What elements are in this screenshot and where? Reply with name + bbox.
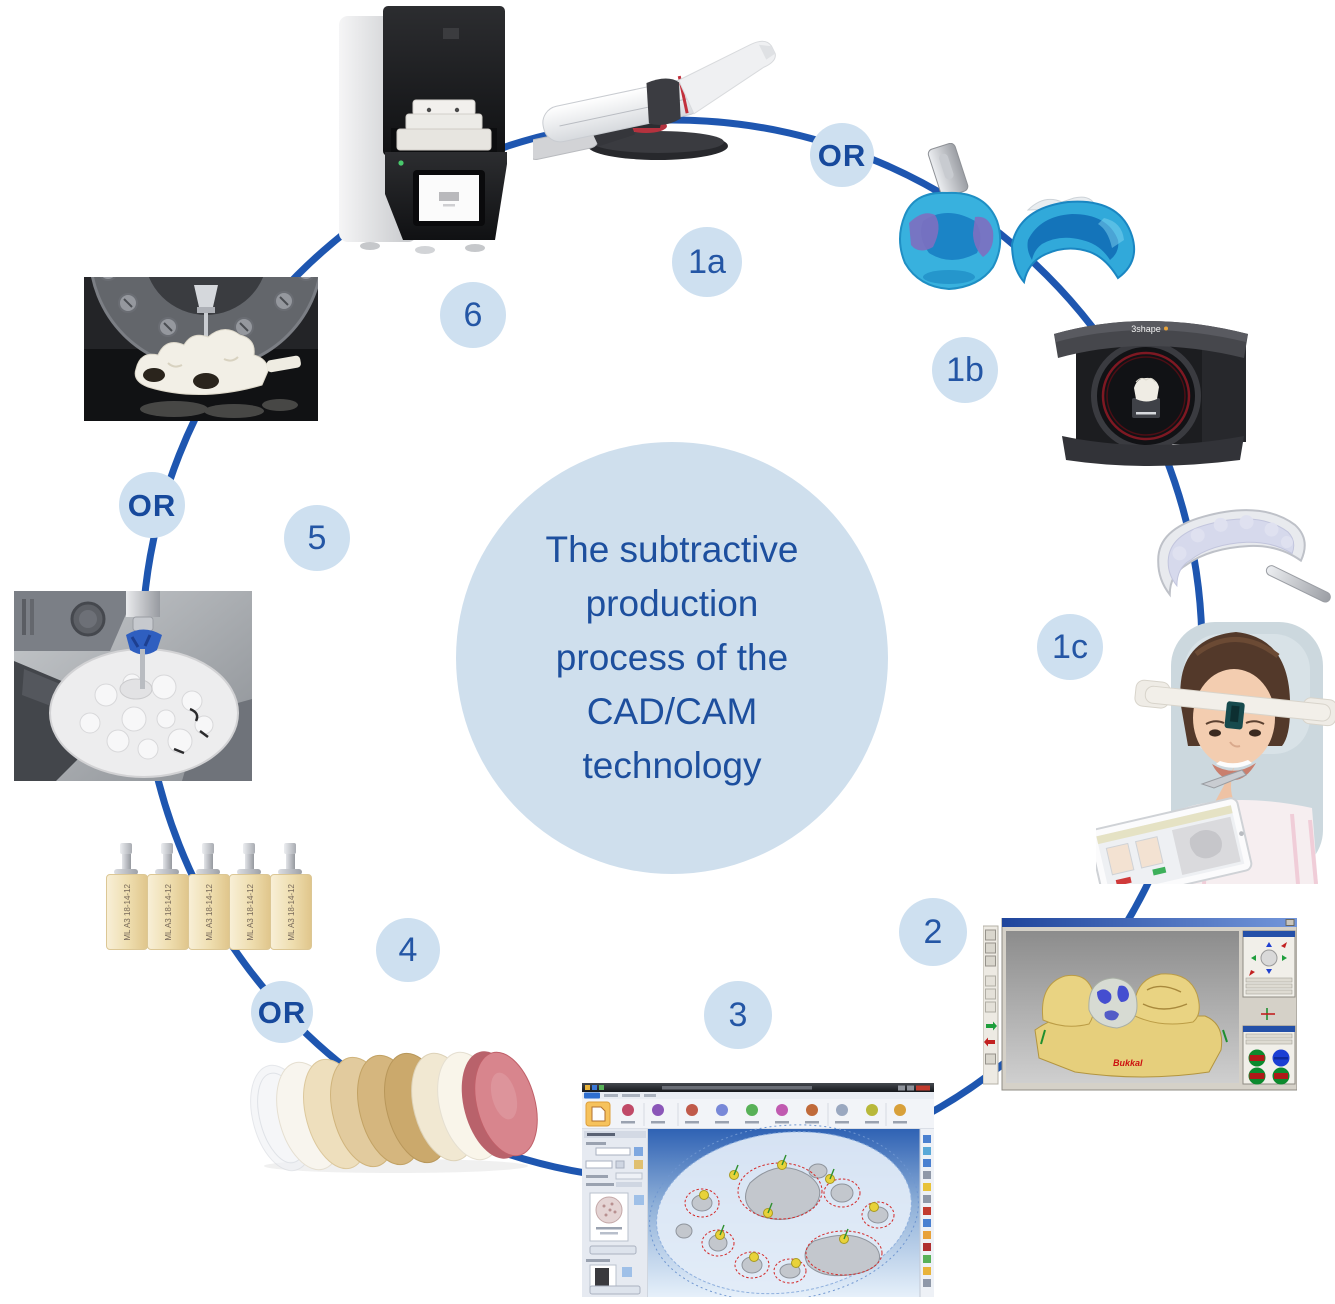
lab-scanner-brand-label: 3shape (1131, 324, 1161, 334)
milling-blank-label: ML A3 18-14-12 (245, 883, 255, 941)
patient-facebow-image (1096, 622, 1335, 884)
cad-software-window-image: Bukkal (983, 918, 1297, 1091)
cam-software-window-image (582, 1083, 934, 1297)
cad-next-arrow-icon (986, 1021, 997, 1031)
or-badge-left: OR (119, 472, 185, 538)
center-title-line: technology (582, 745, 762, 786)
blank-mandrel-icon (161, 843, 173, 854)
blank-mandrel-icon (120, 843, 132, 854)
blank-mandrel-icon (243, 843, 255, 854)
step-badge-5: 5 (284, 505, 350, 571)
step-badge-1b: 1b (932, 337, 998, 403)
milling-disc-stack-image (250, 1051, 538, 1173)
cad-back-arrow-icon (984, 1037, 995, 1047)
lab-scanner-image: 3shape (1054, 321, 1248, 466)
cad-close-icon (1285, 919, 1295, 926)
blank-mandrel-icon (284, 843, 296, 854)
step-badge-3: 3 (704, 981, 772, 1049)
center-title-line: process of the (555, 637, 789, 678)
milling-blank: ML A3 18-14-12 (147, 843, 189, 955)
or-badge-bottom: OR (251, 981, 313, 1043)
intraoral-scanner-image (533, 40, 776, 160)
cad-view-annotation-label: Bukkal (1113, 1058, 1143, 1068)
milling-blank-label: ML A3 18-14-12 (286, 883, 296, 941)
milled-bridge-photo (84, 277, 318, 421)
cam-close-icon (916, 1085, 930, 1091)
dental-impression-upper-image (899, 143, 1002, 291)
milling-blank: ML A3 18-14-12 (188, 843, 230, 955)
cad-window-titlebar (1002, 918, 1297, 927)
milling-machine-image (339, 6, 507, 254)
center-title-circle: The subtractive production process of th… (456, 442, 888, 874)
milling-blank-label: ML A3 18-14-12 (122, 883, 132, 941)
milling-blank-label: ML A3 18-14-12 (204, 883, 214, 941)
milling-blank: ML A3 18-14-12 (106, 843, 148, 955)
milling-blank: ML A3 18-14-12 (270, 843, 312, 955)
milling-blank: ML A3 18-14-12 (229, 843, 271, 955)
step-badge-4: 4 (376, 918, 440, 982)
step-badge-1c: 1c (1037, 614, 1103, 680)
impression-tray-image (1157, 509, 1331, 603)
step-badge-6: 6 (440, 282, 506, 348)
dental-impression-lower-image (1010, 196, 1136, 285)
step-badge-1a: 1a (672, 227, 742, 297)
center-title-line: The subtractive (545, 529, 799, 570)
center-title-line: CAD/CAM (586, 691, 758, 732)
cam-right-toolbar (923, 1135, 931, 1287)
center-title-line: production (585, 583, 759, 624)
milling-blank-label: ML A3 18-14-12 (163, 883, 173, 941)
cam-nested-restorations (675, 1154, 895, 1284)
or-badge-top: OR (810, 123, 874, 187)
step-badge-2: 2 (899, 898, 967, 966)
blank-mandrel-icon (202, 843, 214, 854)
disc-milling-photo (14, 591, 252, 781)
